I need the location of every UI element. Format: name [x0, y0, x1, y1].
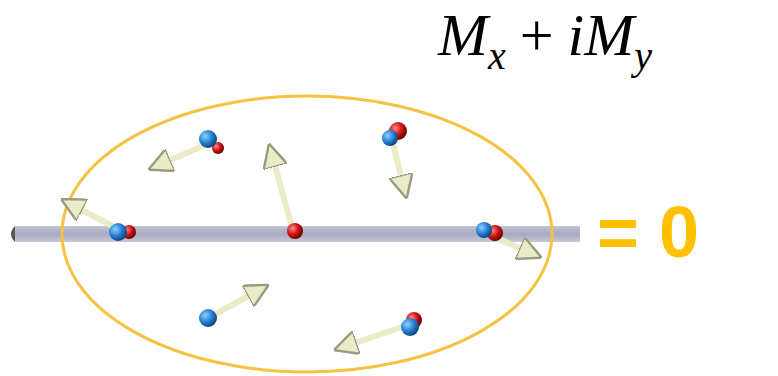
molecules: [109, 122, 503, 336]
formula-subscript: y: [634, 33, 652, 78]
bar-end: [11, 226, 15, 242]
spin-arrows: [78, 140, 524, 344]
magnetization-formula: Mx +iMy: [438, 0, 652, 77]
formula-symbol: M: [438, 2, 488, 68]
equals-zero: = 0: [597, 192, 699, 272]
formula-subscript: x: [488, 33, 506, 78]
formula-operator: +: [520, 2, 554, 68]
formula-symbol: iM: [568, 2, 635, 68]
region-ellipse: [62, 96, 552, 372]
